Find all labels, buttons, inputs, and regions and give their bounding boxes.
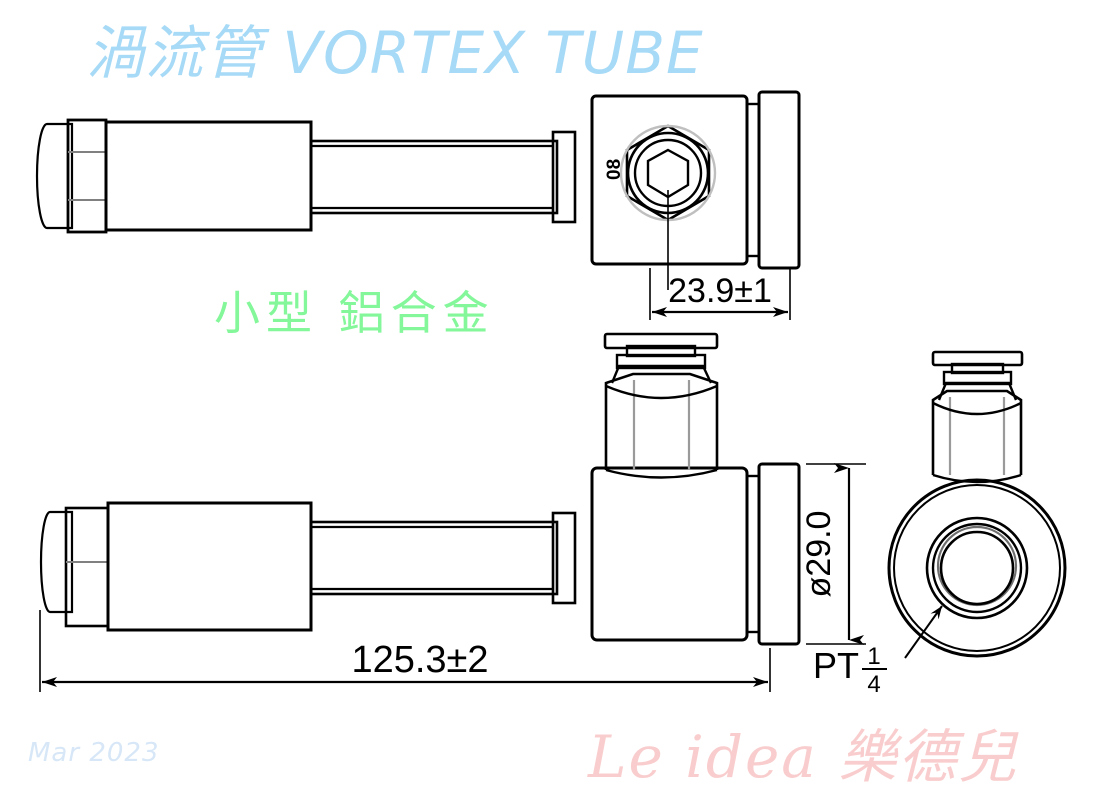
thread-callout-prefix: PT: [813, 645, 859, 686]
thread-callout-denominator: 4: [867, 671, 880, 698]
thread-callout-numerator: 1: [867, 643, 880, 670]
front-view: [39, 332, 801, 646]
thread-callout-leader: [904, 605, 943, 659]
dimension-125-3: [39, 610, 771, 692]
side-end-view: [887, 350, 1067, 658]
fitting-mark-08: 08: [604, 159, 625, 180]
dimension-125-3-label: 125.3±2: [351, 639, 488, 681]
dimension-diameter-29: [806, 463, 866, 645]
top-view: [35, 90, 801, 290]
dimension-23-9: [649, 268, 791, 320]
dimension-23-9-label: 23.9±1: [668, 272, 772, 310]
brand-watermark: Le idea 樂德兒: [588, 723, 1019, 791]
dimension-diameter-29-label: ø29.0: [800, 511, 838, 598]
drawing-title: 渦流管 VORTEX TUBE: [86, 19, 704, 87]
material-note: 小型 鋁合金: [214, 286, 495, 340]
date-stamp: Mar 2023: [28, 738, 160, 768]
